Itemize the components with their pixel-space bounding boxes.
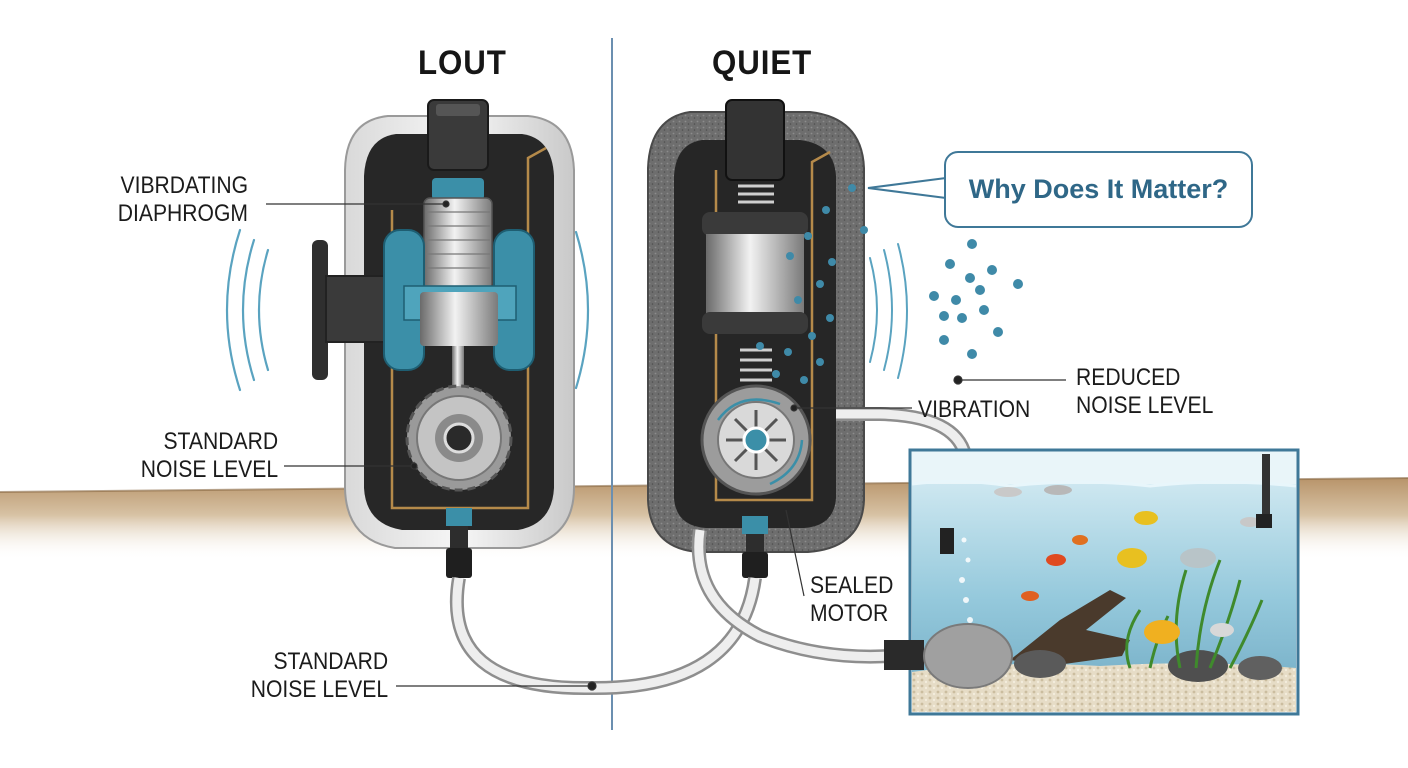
loud-panel-title: LOUT xyxy=(418,44,507,82)
quiet-pump xyxy=(647,99,908,578)
sound-waves-right xyxy=(869,243,908,379)
label-line: SEALED xyxy=(810,572,894,599)
label-line: MOTOR xyxy=(810,600,889,627)
why-does-it-matter-callout: Why Does It Matter? xyxy=(944,151,1253,228)
label-line: STANDARD xyxy=(273,648,388,675)
label-line: REDUCED xyxy=(1076,364,1181,391)
vibrating-diaphragm-label: VIBRDATING DIAPHROGM xyxy=(118,172,248,228)
air-bubbles xyxy=(756,184,1023,384)
sealed-motor-label: SEALED MOTOR xyxy=(810,572,893,628)
label-line: NOISE LEVEL xyxy=(1076,392,1214,419)
callout-text: Why Does It Matter? xyxy=(968,174,1229,204)
quiet-panel-title: QUIET xyxy=(712,44,813,82)
label-line: DIAPHROGM xyxy=(117,200,248,227)
loud-pump xyxy=(225,99,590,578)
standard-noise-level-lower-label: STANDARD NOISE LEVEL xyxy=(251,648,388,704)
label-line: NOISE LEVEL xyxy=(250,676,388,703)
label-line: STANDARD xyxy=(163,428,278,455)
aquarium xyxy=(884,448,1300,716)
reduced-noise-level-label: REDUCED NOISE LEVEL xyxy=(1076,364,1213,420)
label-line: VIBRDATING xyxy=(120,172,248,199)
callout-pointer xyxy=(867,177,947,199)
standard-noise-level-upper-label: STANDARD NOISE LEVEL xyxy=(141,428,278,484)
leader-lines xyxy=(266,200,1066,691)
vibration-label: VIBRATION xyxy=(918,396,1031,423)
label-line: NOISE LEVEL xyxy=(140,456,278,483)
